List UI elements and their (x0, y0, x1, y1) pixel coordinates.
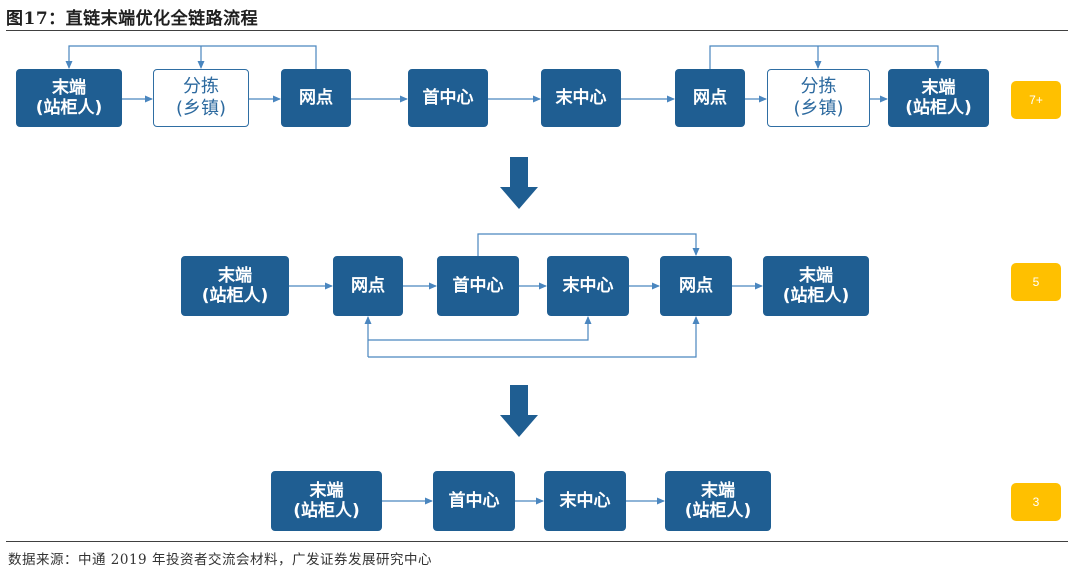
node-last-hub: 末中心 (544, 471, 626, 531)
figure-title: 图17：直链末端优化全链路流程 (6, 9, 259, 29)
node-end-terminal: 末端 (站柜人) (16, 69, 122, 127)
node-end-terminal: 末端 (站柜人) (271, 471, 382, 531)
node-outlet: 网点 (281, 69, 351, 127)
node-sorting-township: 分拣 (乡镇) (153, 69, 249, 127)
title-divider (6, 30, 1068, 31)
connectors (65, 45, 942, 505)
step-count-badge: 7+ (1011, 81, 1061, 119)
down-arrows (500, 157, 538, 437)
down-arrow (500, 385, 538, 437)
node-outlet: 网点 (333, 256, 403, 316)
bypass-arrow (65, 45, 317, 69)
node-sorting-township: 分拣 (乡镇) (767, 69, 870, 127)
down-arrow (500, 157, 538, 209)
bypass-arrow (477, 233, 700, 256)
step-count-badge: 5 (1011, 263, 1061, 301)
node-end-terminal: 末端 (站柜人) (763, 256, 869, 316)
node-outlet: 网点 (660, 256, 732, 316)
step-count-badge: 3 (1011, 483, 1061, 521)
source-note: 数据来源：中通 2019 年投资者交流会材料，广发证券发展研究中心 (8, 552, 432, 568)
node-first-hub: 首中心 (433, 471, 515, 531)
footer-divider (6, 541, 1068, 542)
header: 图17：直链末端优化全链路流程 (6, 4, 1068, 30)
node-end-terminal: 末端 (站柜人) (888, 69, 989, 127)
node-end-terminal: 末端 (站柜人) (181, 256, 289, 316)
node-first-hub: 首中心 (408, 69, 488, 127)
node-first-hub: 首中心 (437, 256, 519, 316)
node-end-terminal: 末端 (站柜人) (665, 471, 771, 531)
node-last-hub: 末中心 (547, 256, 629, 316)
bypass-arrow (368, 316, 592, 341)
node-outlet: 网点 (675, 69, 745, 127)
bypass-arrow (709, 45, 942, 69)
bypass-arrow (368, 316, 700, 358)
node-last-hub: 末中心 (541, 69, 621, 127)
